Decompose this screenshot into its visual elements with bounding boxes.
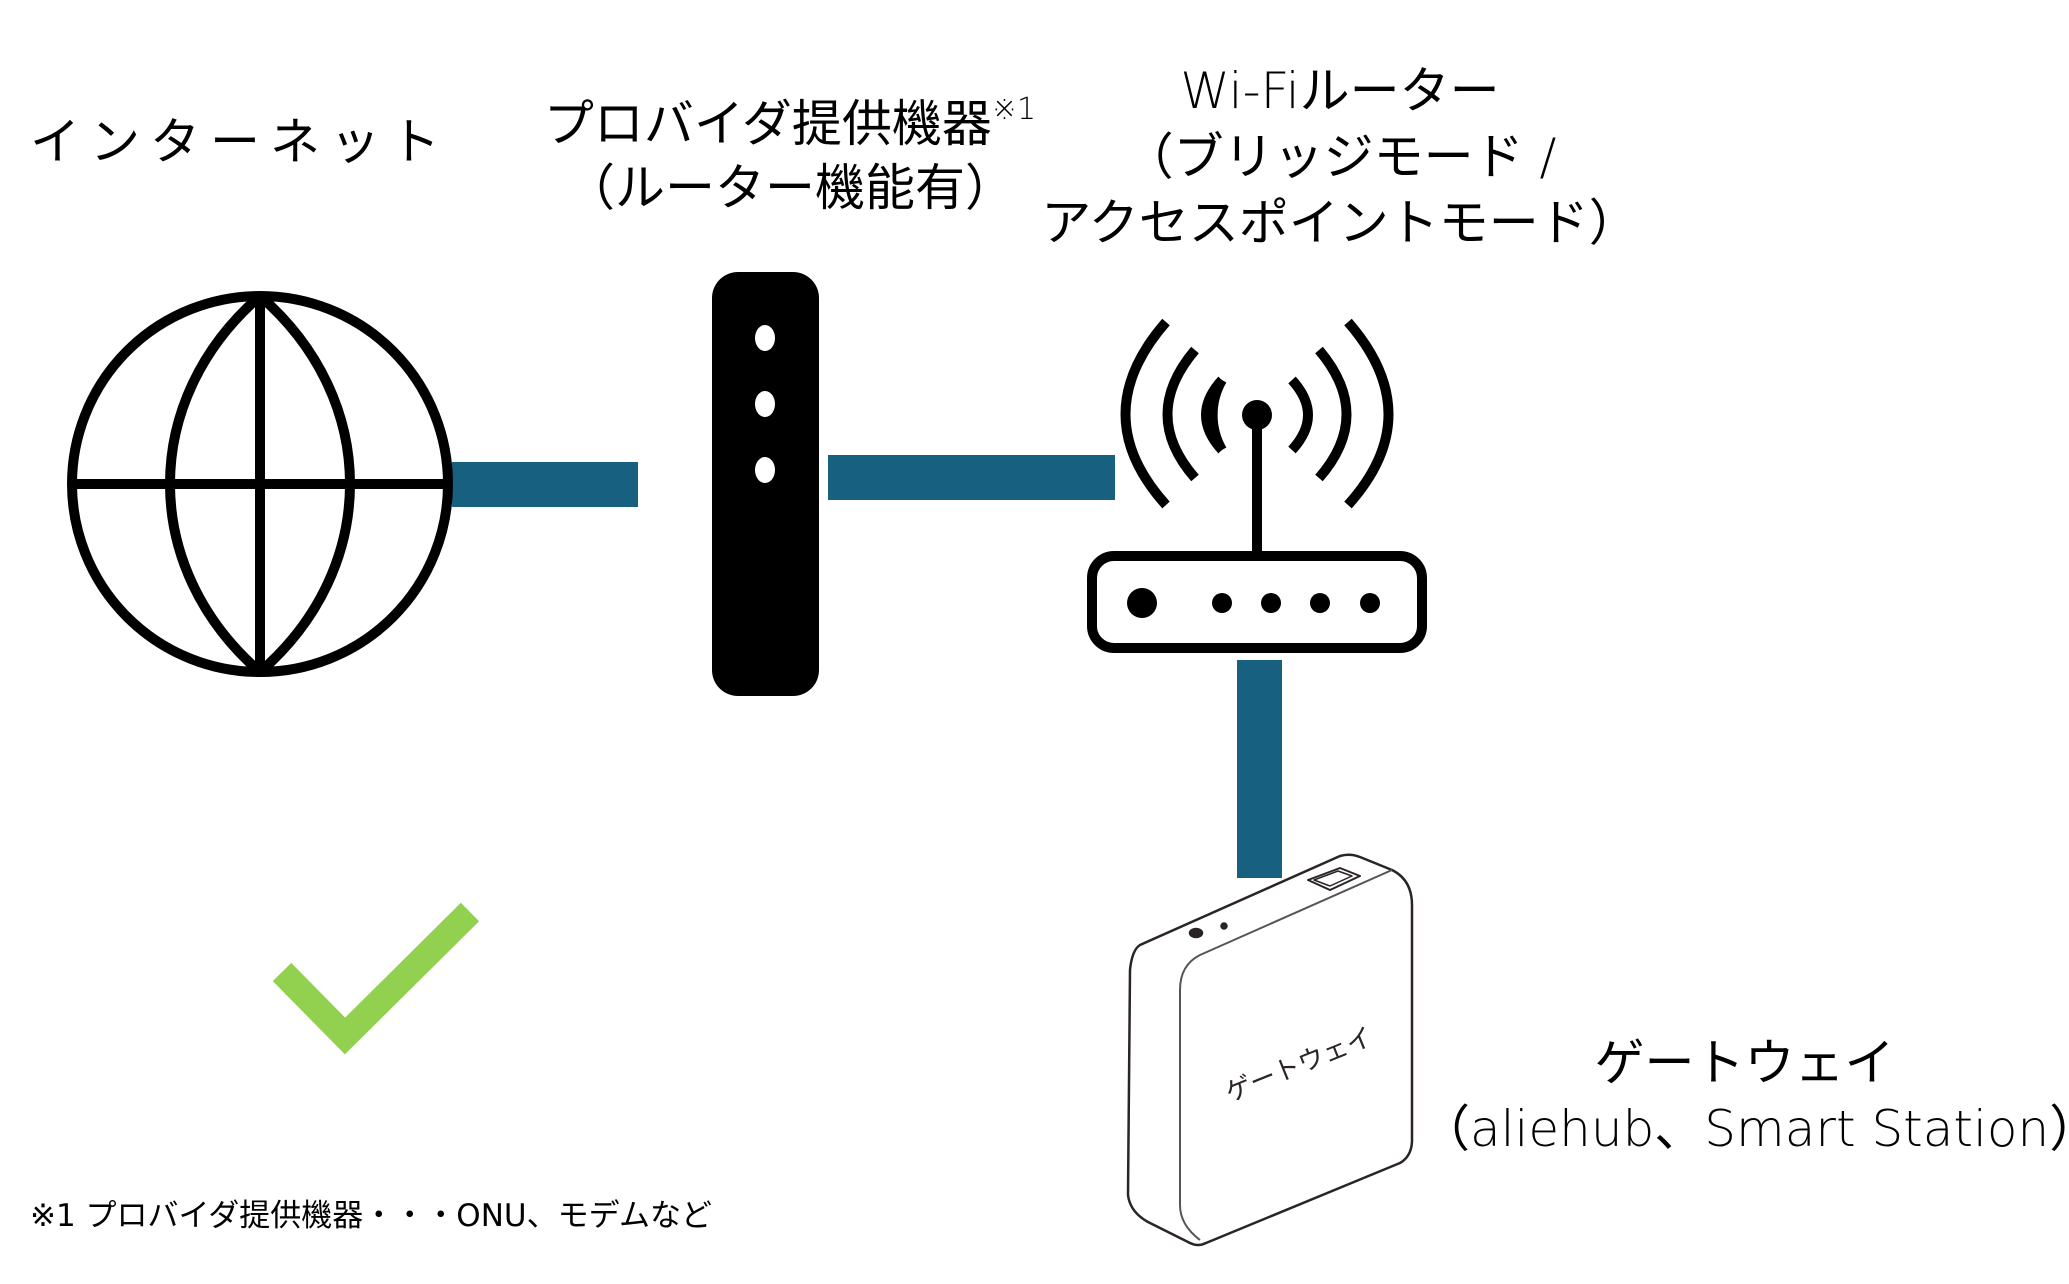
connector-provider-to-router <box>828 455 1115 500</box>
provider-equipment-label: プロバイダ提供機器※1 （ルーター機能有） <box>470 78 1110 220</box>
gateway-label-line2: （aliehub、Smart Station） <box>1420 1100 2069 1158</box>
modem-icon <box>712 272 819 696</box>
modem-led-1 <box>755 325 775 351</box>
footnote-marker: ※1 <box>991 92 1037 127</box>
wifi-router-label-line2: （ブリッジモード / <box>1123 128 1557 186</box>
connector-router-to-gateway <box>1237 660 1282 878</box>
internet-label: インターネット <box>30 113 450 171</box>
router-power-led <box>1127 588 1157 618</box>
checkmark-icon <box>272 902 480 1055</box>
wifi-router-label-line3: アクセスポイントモード） <box>1041 194 1639 252</box>
gateway-device-icon: ゲートウェイ <box>1126 853 1414 1247</box>
gateway-label-line1: ゲートウェイ <box>1594 1034 1895 1092</box>
router-port-led-3 <box>1310 593 1330 613</box>
router-port-led-4 <box>1360 593 1380 613</box>
router-port-led-1 <box>1212 593 1232 613</box>
gateway-label: ゲートウェイ （aliehub、Smart Station） <box>1420 1030 2069 1162</box>
wifi-router-icon <box>1087 318 1427 653</box>
wifi-router-label-line1: Wi-Fiルーター <box>1180 62 1500 120</box>
router-port-led-2 <box>1261 593 1281 613</box>
modem-led-3 <box>755 457 775 483</box>
footnote: ※1 プロバイダ提供機器・・・ONU、モデムなど <box>30 1198 712 1234</box>
modem-led-2 <box>755 391 775 417</box>
connector-internet-to-provider <box>452 462 638 507</box>
provider-equipment-label-line2: （ルーター機能有） <box>565 159 1015 217</box>
globe-icon <box>67 291 453 677</box>
wifi-waves-icon <box>1120 318 1394 509</box>
provider-equipment-label-line1: プロバイダ提供機器※1 <box>543 92 1037 153</box>
wifi-router-label: Wi-Fiルーター （ブリッジモード / アクセスポイントモード） <box>990 58 1690 256</box>
